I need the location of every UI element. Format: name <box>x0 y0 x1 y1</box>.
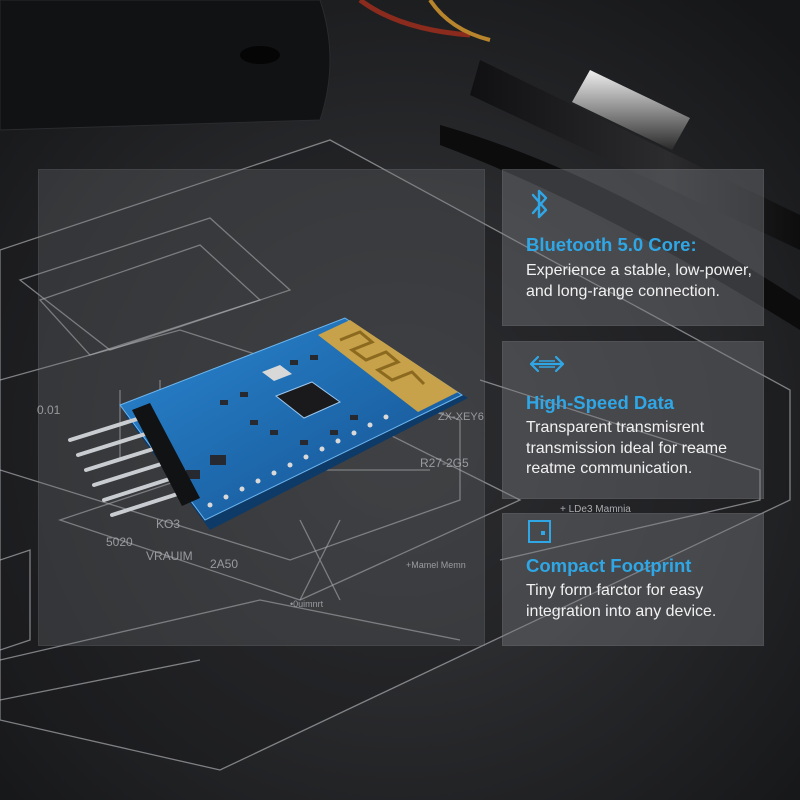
bluetooth-icon <box>527 186 553 227</box>
black-cable <box>470 60 800 250</box>
description-line: and long-range connection. <box>526 282 720 300</box>
dark-tray <box>0 0 331 131</box>
feature-card-compact: Compact Footprint Tiny form farctor for … <box>502 513 764 646</box>
feature-card-speed: High-Speed Data Transparent transmisrent… <box>502 341 764 499</box>
stylus <box>440 125 800 330</box>
main-chip <box>275 381 342 419</box>
tray-hole <box>240 46 280 64</box>
feature-description: Tiny form farctor for easy integration i… <box>526 581 776 622</box>
schematic-label: ZX-XEY6 <box>438 411 484 423</box>
feature-title: High-Speed Data <box>526 392 675 413</box>
schematic-label: 2A50 <box>210 557 238 571</box>
description-line: transmission ideal for reame <box>526 439 727 457</box>
schematic-label: + LDe3 Mamnia <box>560 504 631 515</box>
crystal <box>262 365 292 381</box>
feature-card-bluetooth: Bluetooth 5.0 Core: Experience a stable,… <box>502 169 764 326</box>
cable-chrome-connector <box>572 70 690 150</box>
schematic-sheet <box>0 139 791 771</box>
description-line: Experience a stable, low-power, <box>526 262 752 279</box>
description-line: integration into any device. <box>526 602 717 620</box>
double-arrow-icon <box>527 352 567 381</box>
schematic-label: •0uimnrt <box>290 599 324 609</box>
edge-pads <box>207 414 389 508</box>
square-dot-icon <box>527 519 553 550</box>
smd-components <box>186 355 358 479</box>
feature-description: Experience a stable, low-power, and long… <box>526 261 776 302</box>
schematic-label: 5020 <box>106 535 133 549</box>
wire-red <box>358 0 471 38</box>
schematic-label: R27-2G5 <box>420 456 469 470</box>
feature-description: Transparent transmisrent transmission id… <box>526 418 776 480</box>
schematic-label: VRAUIM <box>146 549 193 563</box>
description-line: reatme communication. <box>526 460 693 477</box>
feature-title: Compact Footprint <box>526 555 692 576</box>
feature-title: Bluetooth 5.0 Core: <box>526 234 697 255</box>
antenna-trace <box>339 330 426 386</box>
description-line: Transparent transmisrent <box>526 419 705 436</box>
pcb-board <box>119 317 464 521</box>
pin-header-block <box>132 403 200 506</box>
schematic-label: +Mamel Memn <box>406 560 466 570</box>
schematic-label: 0.01 <box>37 403 61 417</box>
schematic-label: KO3 <box>156 517 180 531</box>
wire-orange <box>428 0 491 42</box>
description-line: Tiny form farctor for easy <box>526 582 704 599</box>
